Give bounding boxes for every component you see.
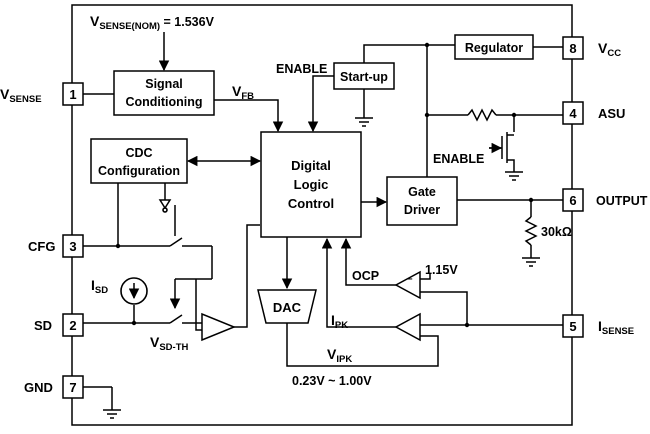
cdc-configuration-line1: CDC	[125, 146, 152, 160]
ground-icon	[505, 171, 523, 181]
pin-8-vcc: 8 VCC	[562, 36, 621, 60]
vsd-th-label: VSD-TH	[150, 334, 189, 353]
pin-name: ISENSE	[598, 318, 634, 337]
pin-7-gnd: 7 GND	[24, 375, 84, 399]
dac-label: DAC	[273, 300, 302, 315]
vipk-range-label: 0.23V ~ 1.00V	[292, 374, 372, 388]
buffer-icon	[158, 199, 172, 213]
gate-driver-block: Gate Driver	[386, 176, 458, 226]
pin-name: VSENSE	[0, 86, 42, 105]
dac-block: DAC	[257, 289, 317, 324]
pin-3-cfg: 3 CFG	[28, 234, 84, 258]
pin-6-output: 6 OUTPUT	[562, 188, 648, 212]
regulator-block: Regulator	[454, 34, 534, 60]
pin-name: CFG	[28, 239, 55, 254]
resistor-label: 30kΩ	[541, 225, 572, 239]
enable-transistor-label: ENABLE	[433, 152, 484, 166]
wires	[83, 32, 563, 410]
pin-number: 4	[569, 106, 577, 121]
junction-dots	[115, 42, 534, 328]
pin-number: 2	[69, 318, 76, 333]
pin-number: 1	[69, 87, 76, 102]
vipk-label: VIPK	[327, 346, 352, 365]
sd-comparator	[201, 312, 236, 342]
gate-driver-line1: Gate	[408, 185, 436, 199]
vfb-label: VFB	[232, 83, 254, 102]
ipk-label: IPK	[331, 312, 348, 331]
pin-name: ASU	[598, 106, 625, 121]
ipk-comparator	[394, 312, 421, 342]
pin-number: 8	[569, 41, 576, 56]
ground-icon	[522, 257, 540, 267]
svg-text:−: −	[407, 274, 413, 285]
digital-logic-line1: Digital	[291, 158, 331, 173]
current-source-icon	[120, 277, 148, 305]
regulator-label: Regulator	[465, 41, 523, 55]
pin-2-sd: 2 SD	[34, 313, 84, 337]
digital-logic-line3: Control	[288, 196, 334, 211]
gate-driver-line2: Driver	[404, 203, 440, 217]
digital-logic-control-block: Digital Logic Control	[260, 131, 362, 238]
pin-name: VCC	[598, 40, 621, 59]
pin-5-isense: 5 ISENSE	[562, 314, 634, 338]
ground-icon	[355, 117, 373, 127]
signal-conditioning-block: Signal Conditioning	[113, 70, 215, 116]
ocp-ref-label: 1.15V	[425, 263, 458, 277]
pin-4-asu: 4 ASU	[562, 101, 625, 125]
cdc-configuration-line2: Configuration	[98, 164, 180, 178]
pin-name: GND	[24, 380, 53, 395]
ground-icon	[103, 409, 121, 419]
pin-name: SD	[34, 318, 52, 333]
vsense-nom-label: VSENSE(NOM) = 1.536V	[90, 13, 215, 32]
cdc-configuration-block: CDC Configuration	[90, 138, 188, 184]
pin-number: 3	[69, 239, 76, 254]
pin-number: 6	[569, 193, 576, 208]
isd-label: ISD	[91, 277, 108, 296]
digital-logic-line2: Logic	[294, 177, 329, 192]
signal-conditioning-line2: Conditioning	[125, 95, 202, 109]
startup-label: Start-up	[340, 70, 388, 84]
enable-startup-label: ENABLE	[276, 62, 327, 76]
ocp-label: OCP	[352, 269, 379, 283]
pin-name: OUTPUT	[596, 194, 648, 208]
pin-number: 7	[69, 380, 76, 395]
ocp-comparator: −	[394, 270, 421, 300]
pin-number: 5	[569, 319, 576, 334]
signal-conditioning-line1: Signal	[145, 77, 183, 91]
startup-block: Start-up	[333, 62, 395, 90]
pin-1-vsense: 1 VSENSE	[0, 82, 84, 106]
